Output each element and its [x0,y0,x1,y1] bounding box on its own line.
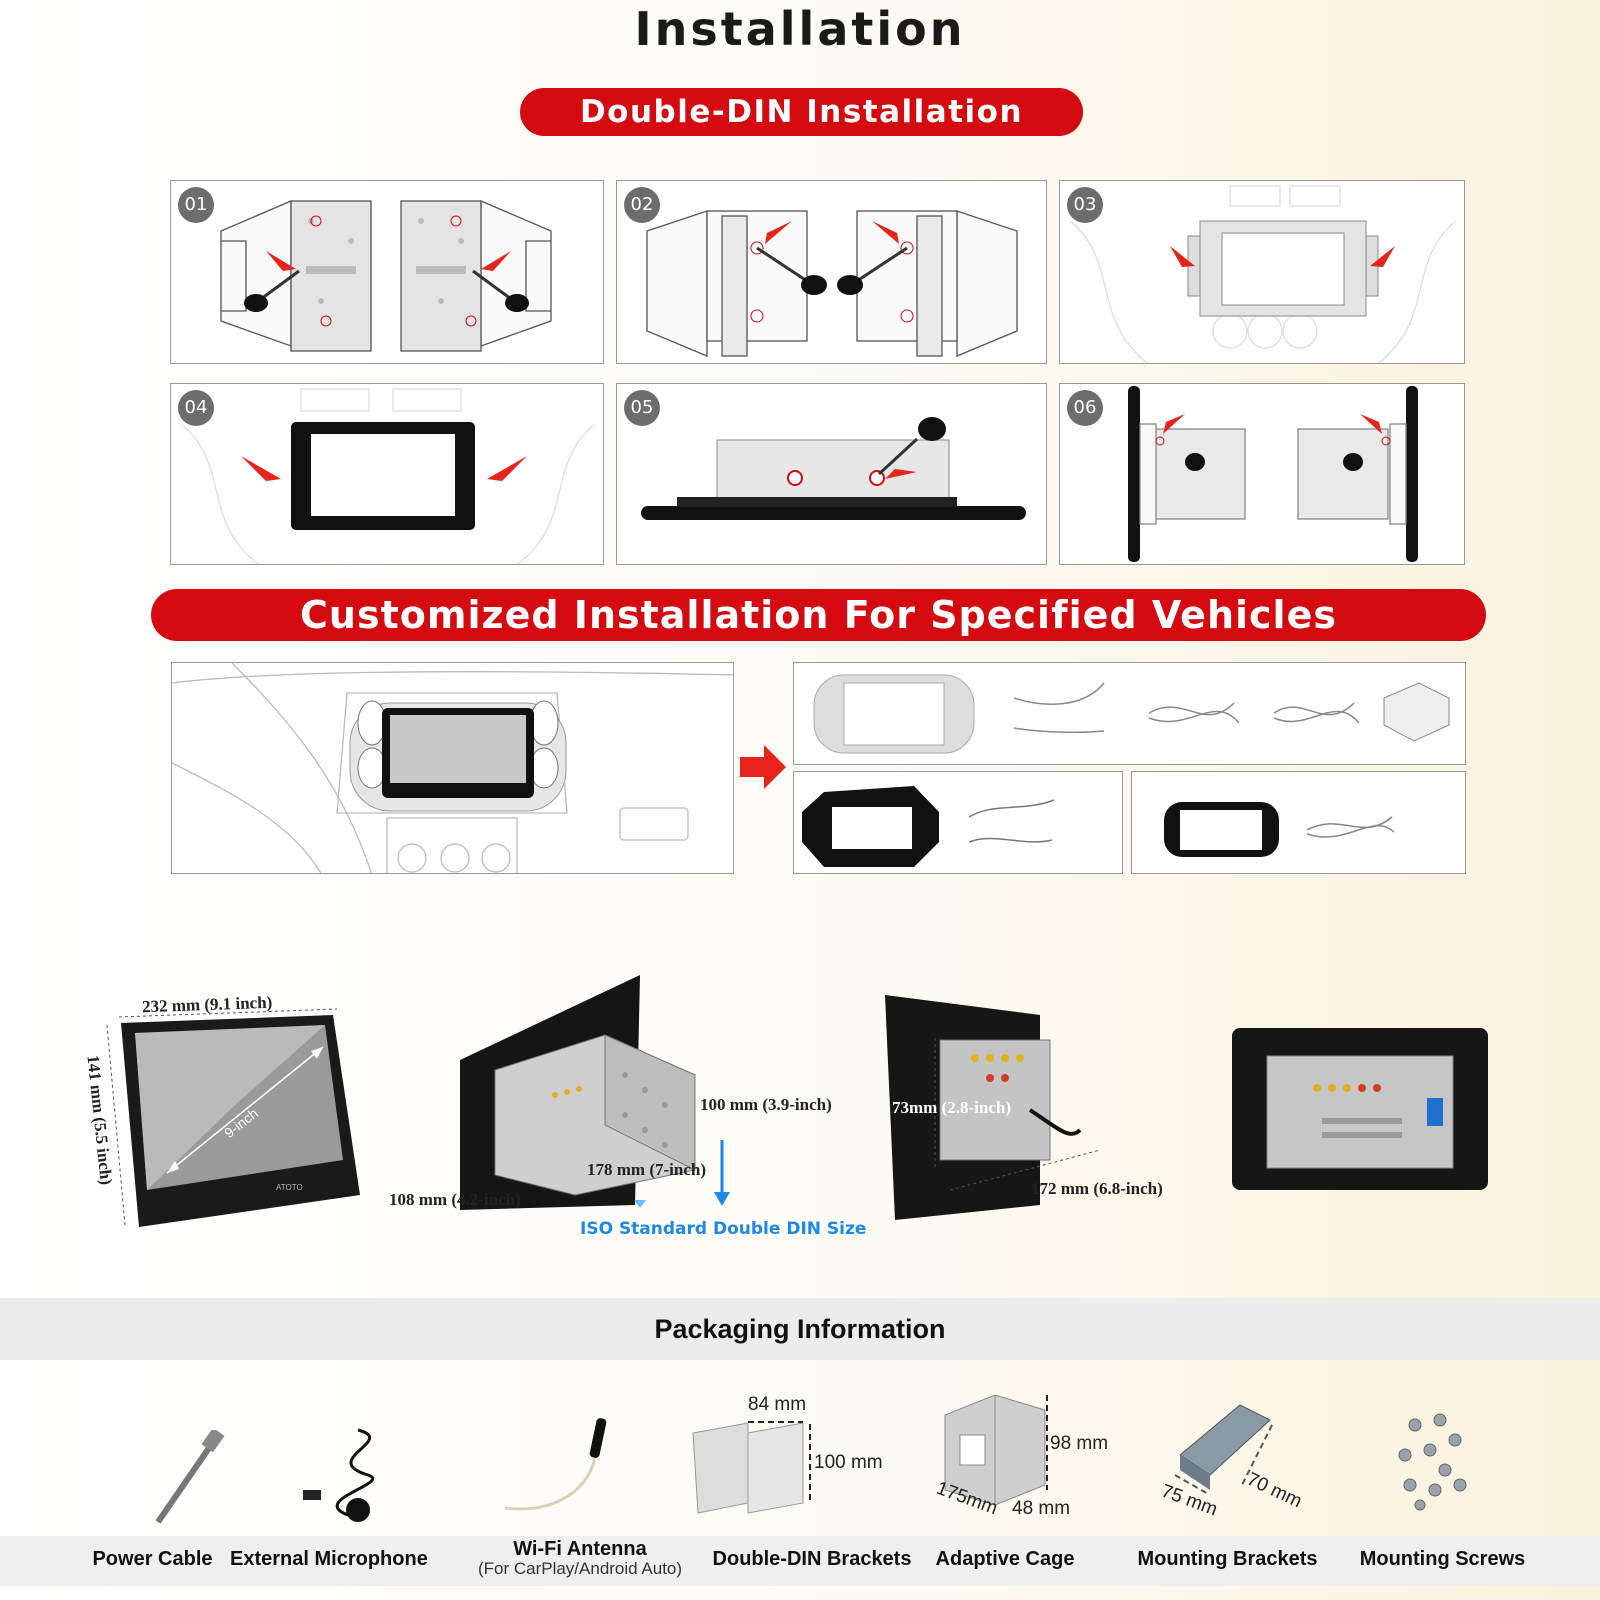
vehicle-dash-panel [171,662,734,874]
step-number-04: 04 [178,390,214,426]
head-unit-side-illustration [885,995,1101,1220]
page-title: Installation [634,2,966,56]
cage-width-label: 108 mm (4.2-inch) [389,1190,521,1209]
cage-height-dim: 98 mm [1050,1433,1109,1454]
brand-label: ATOTO [276,1183,303,1192]
external-microphone-label: External Microphone [230,1548,428,1570]
mounting-brackets-label: Mounting Brackets [1137,1548,1318,1570]
step-panel-05: 05 [616,383,1047,565]
kit-parts-panel [793,662,1466,765]
step-03-illustration [1069,185,1457,363]
packaging-title: Packaging Information [654,1314,946,1344]
step-panel-01: 01 [170,180,604,364]
head-unit-cage-illustration [460,975,696,1210]
customized-installation-banner: Customized Installation For Specified Ve… [151,589,1486,641]
step-panel-03: 03 [1059,180,1465,364]
wifi-antenna-image [505,1418,607,1511]
step-02-illustration [646,210,1018,357]
head-unit-rear-illustration [1232,1028,1488,1190]
mounting-brackets-image [1174,1404,1273,1495]
step-05-illustration [641,417,1026,520]
brackets-width-dim: 84 mm [748,1394,807,1415]
kit-fascia-panel-1 [793,771,1123,874]
wifi-antenna-subtitle: (For CarPlay/Android Auto) [477,1559,683,1578]
right-arrow-icon [740,745,786,789]
wifi-antenna-title: Wi-Fi Antenna [513,1538,647,1560]
double-din-brackets-label: Double-DIN Brackets [712,1548,912,1570]
body-width-label: 172 mm (6.8-inch) [1031,1179,1163,1198]
cage-width-dim: 48 mm [1012,1498,1071,1519]
kit-fascia-illustration-1 [802,786,1055,867]
step-number-03: 03 [1067,187,1103,223]
vehicle-dash-illustration [172,663,733,873]
step-number-06: 06 [1067,390,1103,426]
cage-depth-label: 178 mm (7-inch) [587,1160,706,1179]
external-microphone-image [303,1428,375,1522]
step-number-02: 02 [624,187,660,223]
step-panel-06: 06 [1059,383,1465,565]
adaptive-cage-label: Adaptive Cage [935,1548,1075,1570]
kit-fascia-illustration-2 [1164,802,1395,857]
step-04-illustration [180,388,596,564]
step-panel-02: 02 [616,180,1047,364]
packaging-label-band [0,1536,1600,1586]
mounting-screws-label: Mounting Screws [1359,1548,1526,1570]
head-unit-front-illustration [106,1008,360,1227]
step-01-illustration [220,200,552,352]
iso-standard-label: ISO Standard Double DIN Size [580,1219,867,1239]
power-cable-image [155,1430,225,1524]
double-din-brackets-image [692,1421,811,1514]
step-number-01: 01 [178,187,214,223]
packaging-header-band [0,1298,1600,1360]
mounting-screws-image [1398,1413,1467,1511]
step-number-05: 05 [624,390,660,426]
kit-fascia-panel-2 [1131,771,1466,874]
blue-pointer-arrows [634,1140,730,1208]
power-cable-label: Power Cable [92,1548,213,1570]
cage-height-label: 100 mm (3.9-inch) [700,1095,832,1114]
brackets-height-dim: 100 mm [814,1452,883,1473]
double-din-banner: Double-DIN Installation [520,88,1083,136]
body-depth-label: 73mm (2.8-inch) [892,1098,1011,1117]
wifi-antenna-label: Wi-Fi Antenna (For CarPlay/Android Auto) [475,1539,685,1579]
kit-parts-illustration [813,674,1450,754]
adaptive-cage-image [944,1394,1048,1506]
step-06-illustration [1128,386,1418,562]
step-panel-04: 04 [170,383,604,565]
